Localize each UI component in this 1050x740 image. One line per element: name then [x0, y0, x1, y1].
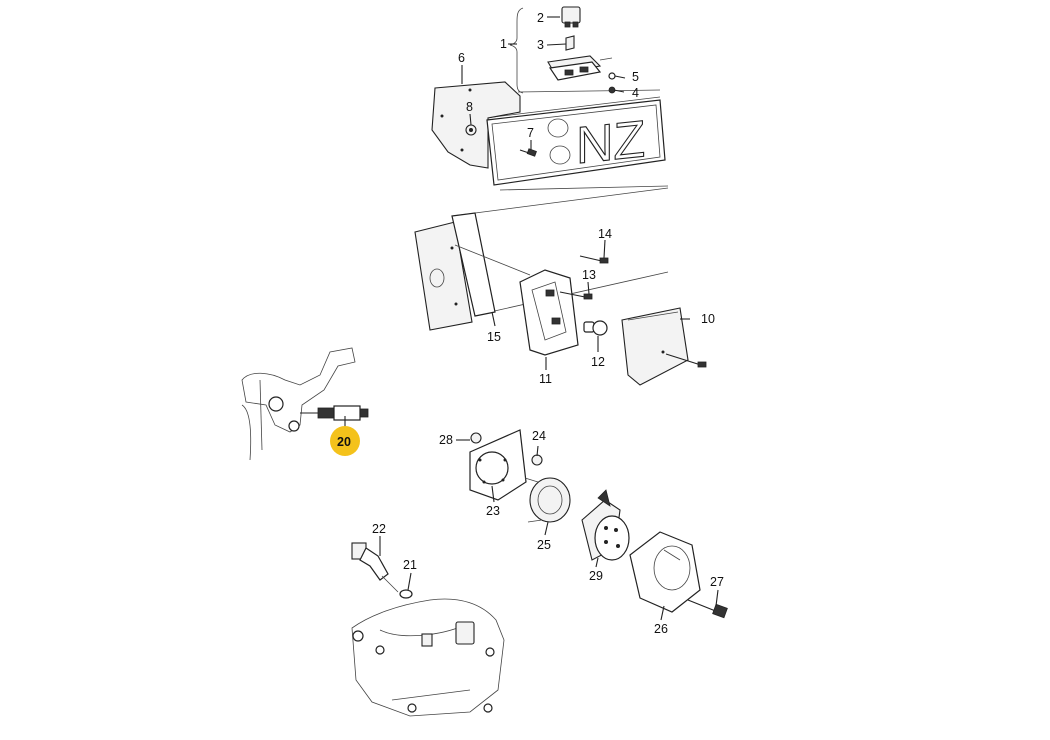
seal-25	[524, 477, 571, 523]
socket-plate-23	[469, 429, 527, 501]
license-plate: NZ	[486, 99, 666, 186]
callout-1[interactable]: 1	[500, 37, 507, 51]
bolt-27	[687, 599, 728, 619]
plate-text: NZ	[576, 110, 645, 175]
sensor-22	[351, 542, 399, 593]
nuts-24-28	[470, 432, 543, 466]
highlight-circle[interactable]	[330, 426, 360, 456]
lens-10	[621, 307, 689, 386]
callout-8[interactable]: 8	[466, 100, 473, 114]
mounting-bracket-6	[431, 81, 521, 169]
socket-insert-29	[581, 489, 630, 561]
nut-8	[465, 124, 477, 136]
socket-housing-26	[629, 531, 701, 613]
callout-25[interactable]: 25	[537, 538, 551, 552]
callout-2[interactable]: 2	[537, 11, 544, 25]
switch-bracket-20	[241, 347, 369, 461]
callout-13[interactable]: 13	[582, 268, 596, 282]
callout-5[interactable]: 5	[632, 70, 639, 84]
callout-6[interactable]: 6	[458, 51, 465, 65]
lamp-housing-11	[519, 269, 579, 356]
callout-4[interactable]: 4	[632, 86, 639, 100]
callout-22[interactable]: 22	[372, 522, 386, 536]
callout-26[interactable]: 26	[654, 622, 668, 636]
plate-light-assembly	[509, 6, 616, 94]
leader-lines	[344, 16, 719, 621]
callout-27[interactable]: 27	[710, 575, 724, 589]
bulb-12	[583, 320, 608, 336]
callout-12[interactable]: 12	[591, 355, 605, 369]
side-panel-15	[414, 221, 473, 331]
callout-3[interactable]: 3	[537, 38, 544, 52]
callout-14[interactable]: 14	[598, 227, 612, 241]
gearbox-housing	[351, 598, 505, 717]
highlight-callout-20[interactable]	[330, 426, 360, 456]
callout-21[interactable]: 21	[403, 558, 417, 572]
screws-13-14	[559, 255, 707, 368]
washer-21	[399, 589, 413, 599]
callout-labels: 1 2 3 4 5 6 7 8 10 11 12 13 14 15 20 21 …	[337, 11, 724, 636]
body-beam	[451, 187, 669, 317]
callout-29[interactable]: 29	[589, 569, 603, 583]
callout-10[interactable]: 10	[701, 312, 715, 326]
callout-11[interactable]: 11	[539, 372, 552, 386]
callout-20[interactable]: 20	[337, 435, 351, 449]
bumper-outline	[484, 89, 669, 191]
callout-15[interactable]: 15	[487, 330, 501, 344]
callout-28[interactable]: 28	[439, 433, 453, 447]
screw-7	[519, 148, 537, 157]
callout-7[interactable]: 7	[527, 126, 534, 140]
callout-23[interactable]: 23	[486, 504, 500, 518]
callout-24[interactable]: 24	[532, 429, 546, 443]
